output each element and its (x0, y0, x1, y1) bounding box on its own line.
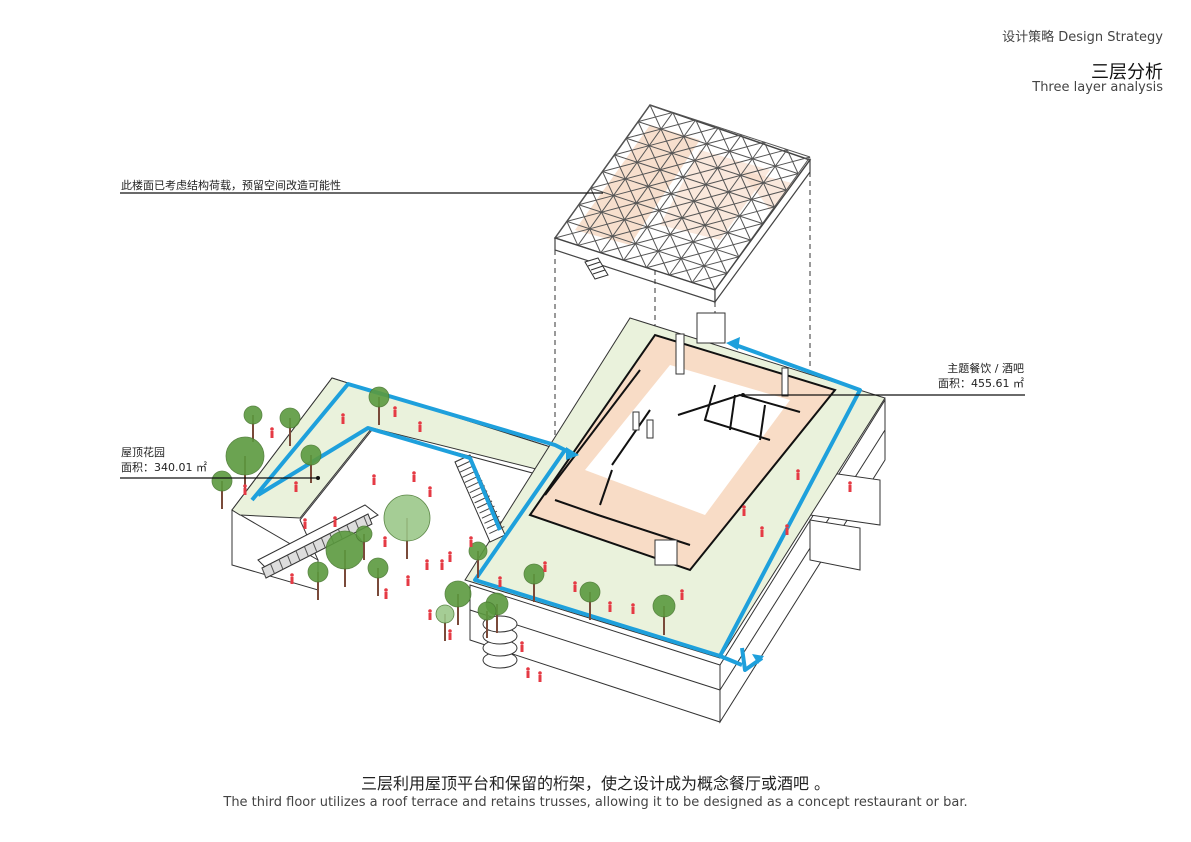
arrow-icon (566, 337, 764, 664)
caption-cn: 三层利用屋顶平台和保留的桁架，使之设计成为概念餐厅或酒吧 。 (360, 774, 831, 793)
restaurant-area-label: 面积：455.61 ㎡ (938, 377, 1024, 390)
garden-name-label: 屋顶花园 (121, 446, 165, 459)
spiral-stair (482, 615, 518, 669)
leader-lines (120, 192, 1025, 479)
garden-area-label: 面积：340.01 ㎡ (121, 461, 207, 474)
people (243, 406, 852, 682)
restaurant-name-label: 主题餐饮 / 酒吧 (947, 362, 1024, 375)
page-title-en: Three layer analysis (1032, 80, 1163, 95)
truss-roof (553, 104, 812, 304)
header-subtitle: 设计策略 Design Strategy (1002, 30, 1163, 45)
trees (211, 386, 676, 641)
caption-en: The third floor utilizes a roof terrace … (223, 795, 968, 810)
escalator (257, 504, 379, 579)
restaurant-floor (528, 312, 837, 572)
stair (454, 454, 506, 543)
truss-note-label: 此楼面已考虑结构荷载，预留空间改造可能性 (121, 179, 341, 192)
page-title: 三层分析 (1091, 62, 1163, 83)
